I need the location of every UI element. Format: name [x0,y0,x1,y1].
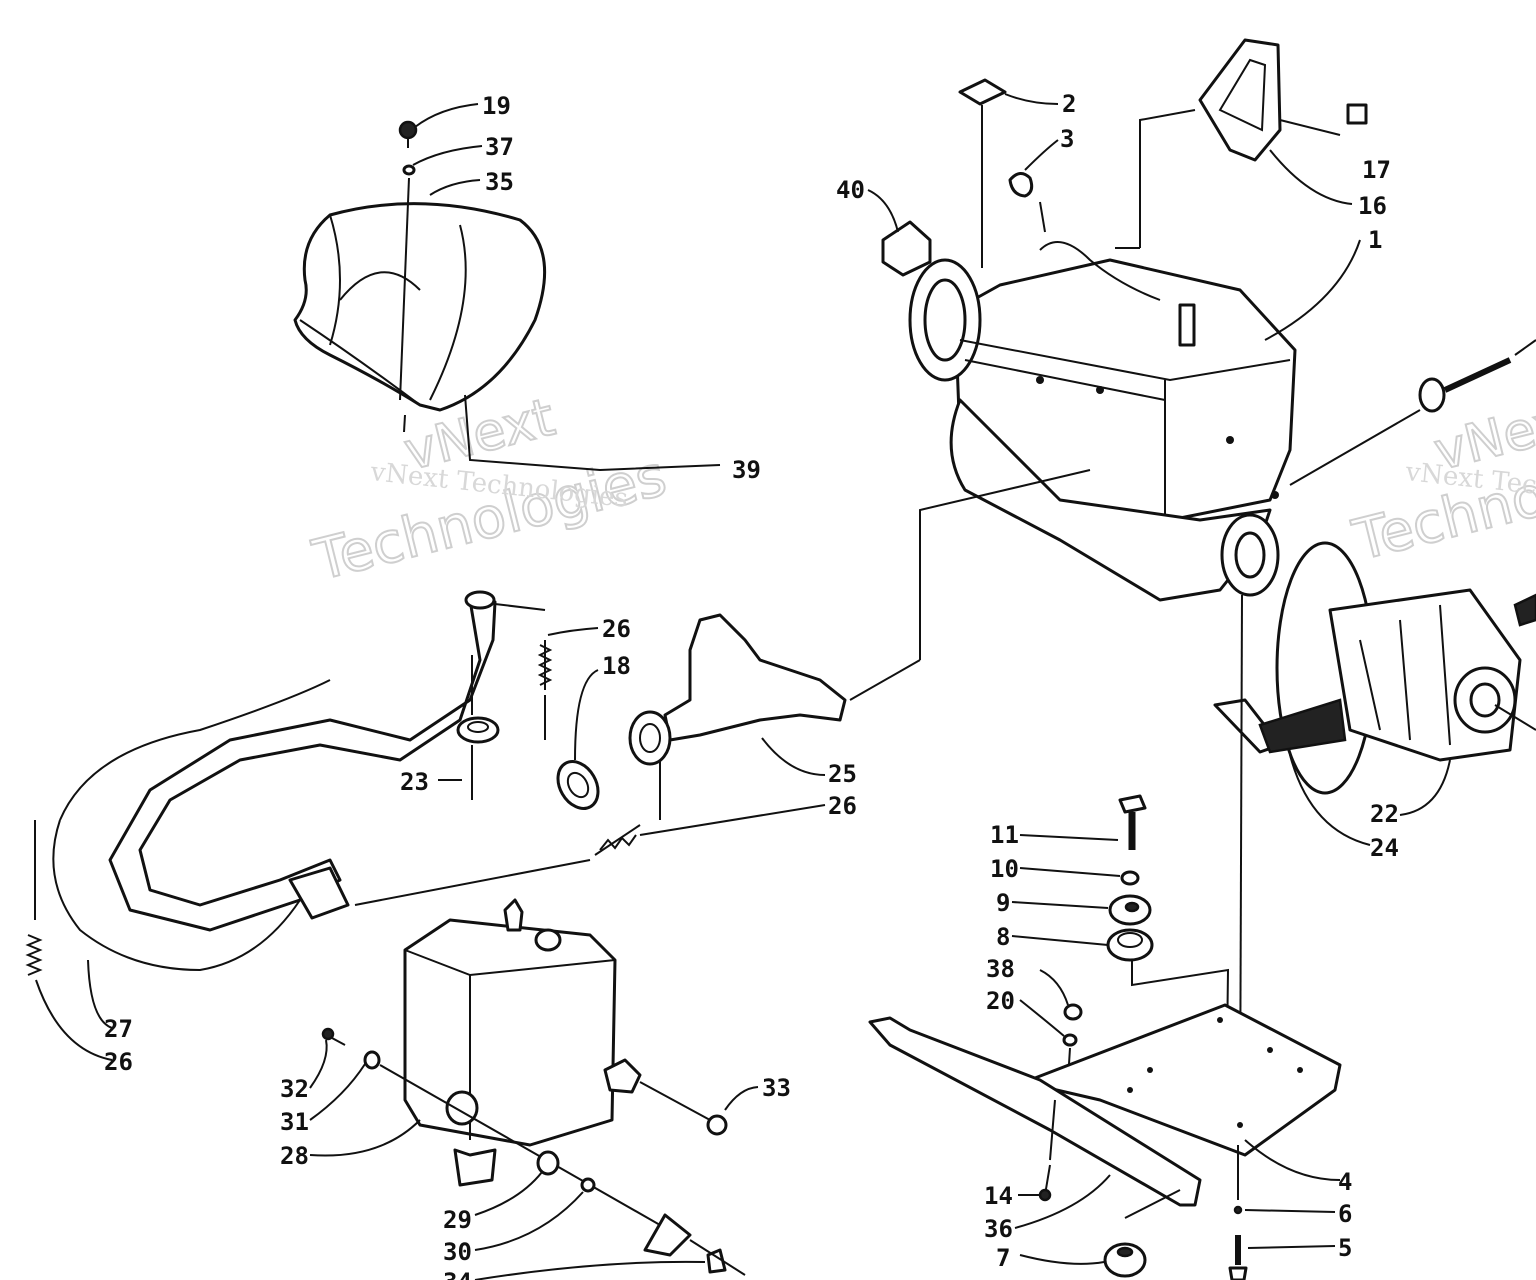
part-cover-shroud [293,202,547,412]
part-clip-3 [1008,172,1046,233]
part-bolt-11 [1118,794,1147,850]
callout-38: 38 [986,955,1015,983]
callout-28: 28 [280,1142,309,1170]
part-exhaust-pipe [52,590,497,972]
callout-18: 18 [602,652,631,680]
callout-7: 7 [996,1244,1010,1272]
part-washer-10 [1120,870,1140,886]
part-bracket-34 [643,1213,746,1276]
callout-10: 10 [990,855,1019,883]
callout-32: 32 [280,1075,309,1103]
callout-24: 24 [1370,834,1399,862]
part-washer-6 [1233,1145,1243,1215]
part-engine [908,241,1297,602]
part-washer-20 [1062,1033,1078,1047]
callout-26-bottom: 26 [104,1048,133,1076]
part-gasket-18 [556,760,600,810]
part-manifold-25 [628,469,1091,766]
callout-16: 16 [1358,192,1387,220]
part-mount-9 [1108,894,1152,926]
part-bolt-19 [398,120,418,433]
callout-20: 20 [986,987,1015,1015]
callout-9: 9 [996,889,1010,917]
part-mount-7 [1103,1189,1181,1278]
part-grommet-23 [456,655,500,800]
part-clutch [1213,541,1536,795]
callout-labels: 19 37 35 39 2 3 40 17 16 1 26 18 23 25 2… [104,90,1399,1280]
callout-30: 30 [443,1238,472,1266]
part-bracket-16 [1115,38,1368,249]
part-spring-26-c [25,820,43,976]
leader-pipe [354,859,591,906]
callout-2: 2 [1062,90,1076,118]
part-bolt-14 [1038,1164,1052,1202]
part-spacer-29 [536,1150,596,1193]
watermark-line2: Technologies [307,443,673,593]
callout-4: 4 [1338,1168,1352,1196]
part-bolt-32 [321,1027,661,1226]
callout-29: 29 [443,1206,472,1234]
part-nut-38 [1063,1003,1083,1021]
part-spring-26-b [594,760,661,856]
part-spring-26-a [494,603,553,740]
part-rail-36 [868,1016,1202,1207]
part-long-bolt [1289,339,1536,486]
callout-26-mid: 26 [828,792,857,820]
callout-5: 5 [1338,1234,1352,1262]
part-muffler [403,898,642,1187]
callout-31: 31 [280,1108,309,1136]
callout-17: 17 [1362,156,1391,184]
part-block-40 [881,220,932,277]
callout-6: 6 [1338,1200,1352,1228]
callout-39: 39 [732,456,761,484]
watermark-left: vNext Technologies vNext Technologies [306,387,674,595]
callout-34: 34 [443,1268,472,1280]
leader-lines [35,93,1451,1280]
callout-3: 3 [1060,125,1074,153]
callout-25: 25 [828,760,857,788]
part-nut-33 [639,1081,728,1136]
part-mount-8 [1106,928,1154,962]
callout-14: 14 [984,1182,1013,1210]
callout-33: 33 [762,1074,791,1102]
callout-26-top: 26 [602,615,631,643]
callout-36: 36 [984,1215,1013,1243]
callout-8: 8 [996,923,1010,951]
callout-1: 1 [1368,226,1382,254]
callout-27: 27 [104,1015,133,1043]
callout-35: 35 [485,168,514,196]
callout-11: 11 [990,821,1019,849]
part-decal-2 [958,78,1007,268]
part-bolt-5 [1228,1235,1248,1280]
callout-22: 22 [1370,800,1399,828]
callout-40: 40 [836,176,865,204]
callout-23: 23 [400,768,429,796]
callout-19: 19 [482,92,511,120]
watermark-right: vNext Technologies vNext Technologies [1346,387,1536,575]
callout-37: 37 [485,133,514,161]
